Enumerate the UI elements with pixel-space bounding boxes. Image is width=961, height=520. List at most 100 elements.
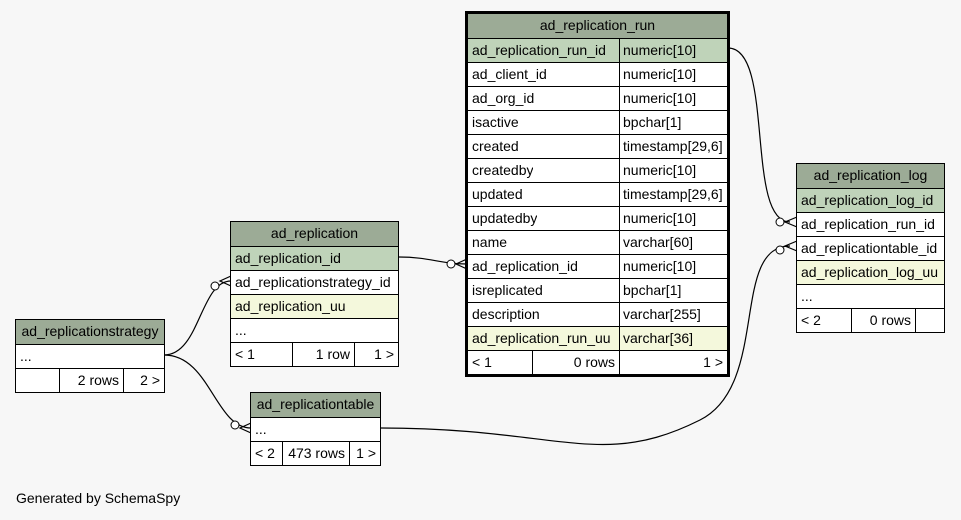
edge-replication-to-run [398,256,468,265]
column-name: ... [255,421,267,437]
column-name: updated [472,186,523,202]
column-row[interactable]: ... [16,344,164,368]
column-row[interactable]: ad_replication_log_uu [797,260,944,284]
row-count: 473 rows [282,442,349,465]
row-count: 0 rows [532,351,619,374]
table-footer: < 2 0 rows [797,308,944,332]
edge-strategy-to-replication-optional-marker [210,281,220,291]
row-count: 0 rows [851,309,915,332]
table-footer: < 1 1 row 1 > [231,342,398,366]
edge-table-to-log-optional-marker [775,245,785,255]
column-name: ad_replication_log_uu [801,264,938,280]
column-row[interactable]: createdby numeric[10] [468,158,727,182]
column-row[interactable]: created timestamp[29,6] [468,134,727,158]
column-row[interactable]: description varchar[255] [468,302,727,326]
children-count[interactable]: 1 > [349,442,380,465]
column-name: ad_replicationstrategy_id [235,274,391,290]
column-type: numeric[10] [619,87,727,110]
column-name: ad_replication_run_uu [472,330,611,346]
column-type: numeric[10] [619,159,727,182]
column-name: ad_replication_run_id [801,216,935,232]
column-name: ad_replicationtable_id [801,240,938,256]
parents-count[interactable]: < 2 [801,312,821,328]
edge-replication-to-run-crow-foot [454,258,468,270]
column-row[interactable]: ad_replication_log_id [797,188,944,212]
edge-strategy-to-replicationtable [163,354,252,429]
column-type: timestamp[29,6] [619,183,727,206]
edge-strategy-to-replicationtable-optional-marker [230,420,240,430]
edge-table-to-log-crow-foot [783,240,798,252]
edge-table-to-log [380,245,791,446]
column-row[interactable]: ad_replication_run_id [797,212,944,236]
edge-strategy-to-replication-crow-foot [218,275,232,287]
column-row[interactable]: isreplicated bpchar[1] [468,278,727,302]
column-type: bpchar[1] [619,111,727,134]
table-title[interactable]: ad_replication_log [797,164,944,188]
column-name: ad_client_id [472,66,547,82]
column-row[interactable]: ad_replication_run_id numeric[10] [468,38,727,62]
parents-count[interactable]: < 2 [255,445,275,461]
edge-run-to-log-optional-marker [775,217,785,227]
column-name: ad_replication_id [472,258,578,274]
table-ad-replicationstrategy[interactable]: ad_replicationstrategy ... 2 rows 2 > [15,319,165,393]
column-row[interactable]: ad_replicationtable_id [797,236,944,260]
table-title[interactable]: ad_replicationstrategy [16,320,164,344]
column-row[interactable]: ... [797,284,944,308]
children-count[interactable]: 2 > [123,369,164,392]
column-row[interactable]: updated timestamp[29,6] [468,182,727,206]
column-row[interactable]: ad_replication_id [231,246,398,270]
children-count[interactable] [915,309,944,332]
column-row[interactable]: name varchar[60] [468,230,727,254]
edge-replication-to-run-optional-marker [446,259,456,269]
table-title[interactable]: ad_replication [231,222,398,246]
column-type: varchar[60] [619,231,727,254]
column-name: ad_org_id [472,90,535,106]
table-title[interactable]: ad_replicationtable [251,393,380,417]
parents-count[interactable] [16,369,59,392]
column-row[interactable]: ad_replication_run_uu varchar[36] [468,326,727,350]
column-name: createdby [472,162,534,178]
table-ad-replication-run[interactable]: ad_replication_run ad_replication_run_id… [465,11,730,377]
column-row[interactable]: ad_replication_id numeric[10] [468,254,727,278]
edge-strategy-to-replication [163,280,232,356]
table-title[interactable]: ad_replication_run [468,14,727,38]
row-count: 2 rows [59,369,123,392]
column-type: timestamp[29,6] [619,135,727,158]
column-name: created [472,138,519,154]
generated-by-caption: Generated by SchemaSpy [16,490,181,506]
column-row[interactable]: ... [231,318,398,342]
column-row[interactable]: ad_replication_uu [231,294,398,318]
column-row[interactable]: updatedby numeric[10] [468,206,727,230]
children-count[interactable]: 1 > [619,351,727,374]
table-ad-replicationtable[interactable]: ad_replicationtable ... < 2 473 rows 1 > [250,392,381,466]
column-name: ... [235,322,247,338]
parents-count[interactable]: < 1 [235,346,255,362]
column-name: name [472,234,508,250]
parents-count[interactable]: < 1 [472,354,492,370]
column-type: numeric[10] [619,63,727,86]
column-type: numeric[10] [619,207,727,230]
column-row[interactable]: ... [251,417,380,441]
column-type: varchar[36] [619,327,727,350]
table-ad-replication-log[interactable]: ad_replication_log ad_replication_log_id… [796,163,945,333]
column-type: varchar[255] [619,303,727,326]
column-row[interactable]: isactive bpchar[1] [468,110,727,134]
column-name: ad_replication_id [235,250,341,266]
column-row[interactable]: ad_org_id numeric[10] [468,86,727,110]
column-row[interactable]: ad_replicationstrategy_id [231,270,398,294]
edge-run-to-log [727,47,791,223]
table-footer: < 2 473 rows 1 > [251,441,380,465]
table-ad-replication[interactable]: ad_replication ad_replication_id ad_repl… [230,221,399,367]
column-name: ... [20,348,32,364]
column-type: numeric[10] [619,255,727,278]
edge-strategy-to-replicationtable-crow-foot [238,422,252,434]
column-name: ad_replication_log_id [801,192,934,208]
column-name: updatedby [472,210,538,226]
column-name: isreplicated [472,282,543,298]
column-type: bpchar[1] [619,279,727,302]
children-count[interactable]: 1 > [354,343,398,366]
column-row[interactable]: ad_client_id numeric[10] [468,62,727,86]
column-name: ad_replication_run_id [472,42,606,58]
